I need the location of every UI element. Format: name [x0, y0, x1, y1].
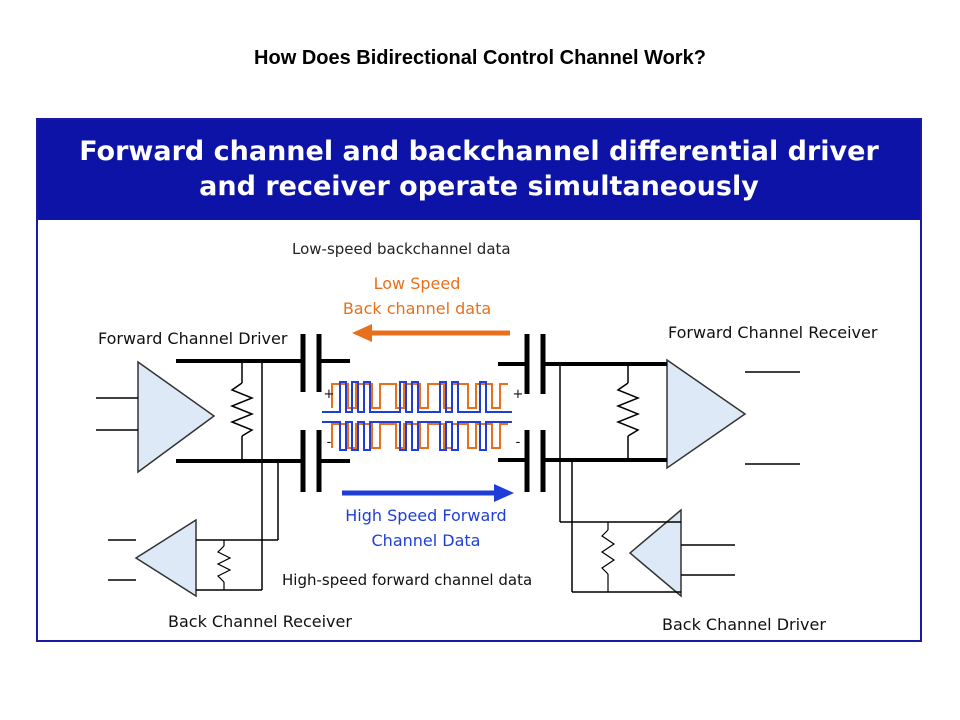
left-plus-mark: +: [324, 387, 335, 402]
forward-channel-arrow: [342, 484, 514, 502]
banner-line-2: and receiver operate simultaneously: [199, 171, 759, 202]
forward-channel-receiver-label: Forward Channel Receiver: [668, 323, 878, 342]
backchannel-arrow: [352, 324, 510, 342]
waveform-top: [322, 381, 512, 413]
low-speed-back-label-1: Low Speed: [374, 274, 461, 293]
right-plus-mark: +: [513, 387, 524, 402]
banner: Forward channel and backchannel differen…: [38, 120, 920, 220]
high-speed-forward-label-1: High Speed Forward: [345, 506, 506, 525]
right-minus-mark: -: [516, 435, 521, 450]
forward-channel-driver-label: Forward Channel Driver: [98, 329, 288, 348]
left-capacitors: [300, 334, 350, 492]
high-speed-forward-label-2: Channel Data: [372, 531, 481, 550]
left-differential-lines: [176, 359, 303, 590]
forward-channel-receiver: [666, 358, 800, 470]
low-speed-backchannel-label: Low-speed backchannel data: [292, 240, 511, 258]
back-channel-driver: [560, 508, 735, 598]
right-capacitors: [498, 334, 546, 492]
forward-channel-driver: [96, 360, 216, 474]
waveform-bottom: [322, 421, 512, 451]
low-speed-back-label-2: Back channel data: [343, 299, 491, 318]
right-differential-lines: [543, 362, 667, 592]
back-channel-receiver: [108, 518, 279, 598]
back-channel-receiver-label: Back Channel Receiver: [168, 612, 352, 631]
left-minus-mark: -: [327, 435, 332, 450]
high-speed-forward-channel-label: High-speed forward channel data: [282, 571, 532, 589]
back-channel-driver-label: Back Channel Driver: [662, 615, 826, 634]
banner-line-1: Forward channel and backchannel differen…: [79, 136, 879, 167]
page-title: How Does Bidirectional Control Channel W…: [254, 47, 706, 69]
